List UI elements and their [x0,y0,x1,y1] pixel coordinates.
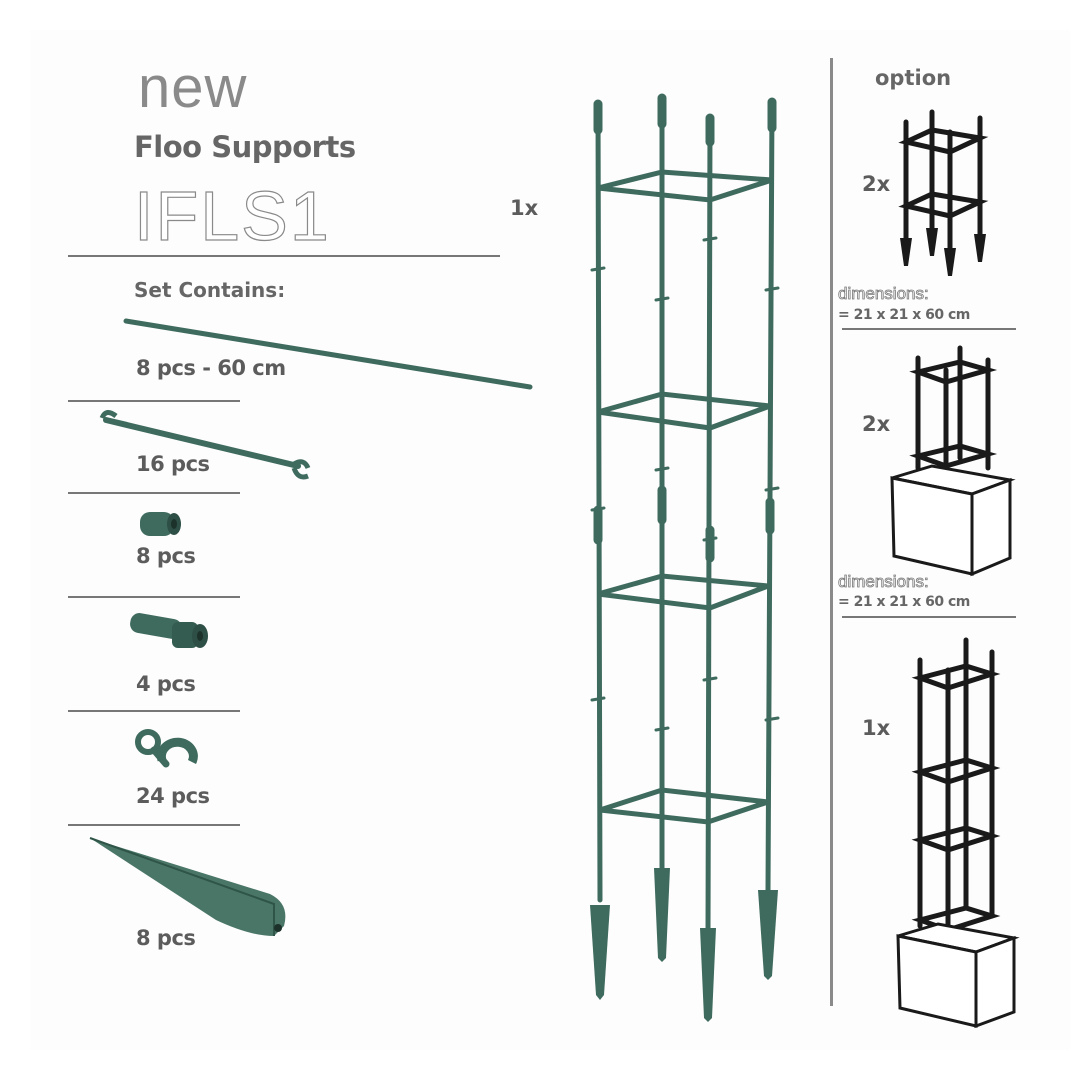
option-1-dim-label: dimensions: [838,284,930,304]
item-divider [68,400,240,402]
header-divider [68,255,500,257]
option-3-qty: 1x [862,716,891,740]
option-divider [842,328,1016,330]
rod-icon [123,318,533,390]
sleeve-icon [140,512,181,536]
connector-arm-icon [99,410,311,480]
ground-spike-icon [89,837,286,936]
item-qty-clip: 24 pcs [136,784,210,808]
options-title: option [875,66,952,90]
main-tower-qty: 1x [510,196,539,220]
option-2-dim-value: = 21 x 21 x 60 cm [838,594,970,610]
option-2-dim-label: dimensions: [838,572,930,592]
item-divider [68,710,240,712]
item-qty-rod: 8 pcs - 60 cm [136,356,286,380]
item-divider [68,596,240,598]
new-label: new [138,55,248,120]
item-qty-spike: 8 pcs [136,926,196,950]
option-2-qty: 2x [862,412,891,436]
option-2-planter-tower-illustration [890,345,1016,577]
item-divider [68,824,240,826]
item-qty-sleeve: 8 pcs [136,544,196,568]
option-1-qty: 2x [862,172,891,196]
option-3-tall-planter-tower-illustration [896,637,1020,1029]
options-divider [830,58,833,1006]
item-qty-arm: 16 pcs [136,452,210,476]
option-divider [842,616,1016,618]
item-qty-joint: 4 pcs [136,672,196,696]
set-contains-heading: Set Contains: [134,278,286,302]
item-divider [68,492,240,494]
option-1-dim-value: = 21 x 21 x 60 cm [838,307,970,323]
product-name: Floo Supports [134,130,356,164]
product-code: IFLS1 [133,176,331,255]
assembled-tower-illustration [590,93,780,1022]
joint-icon [130,613,208,648]
option-1-tower-illustration [898,109,989,276]
clip-icon [135,729,198,768]
